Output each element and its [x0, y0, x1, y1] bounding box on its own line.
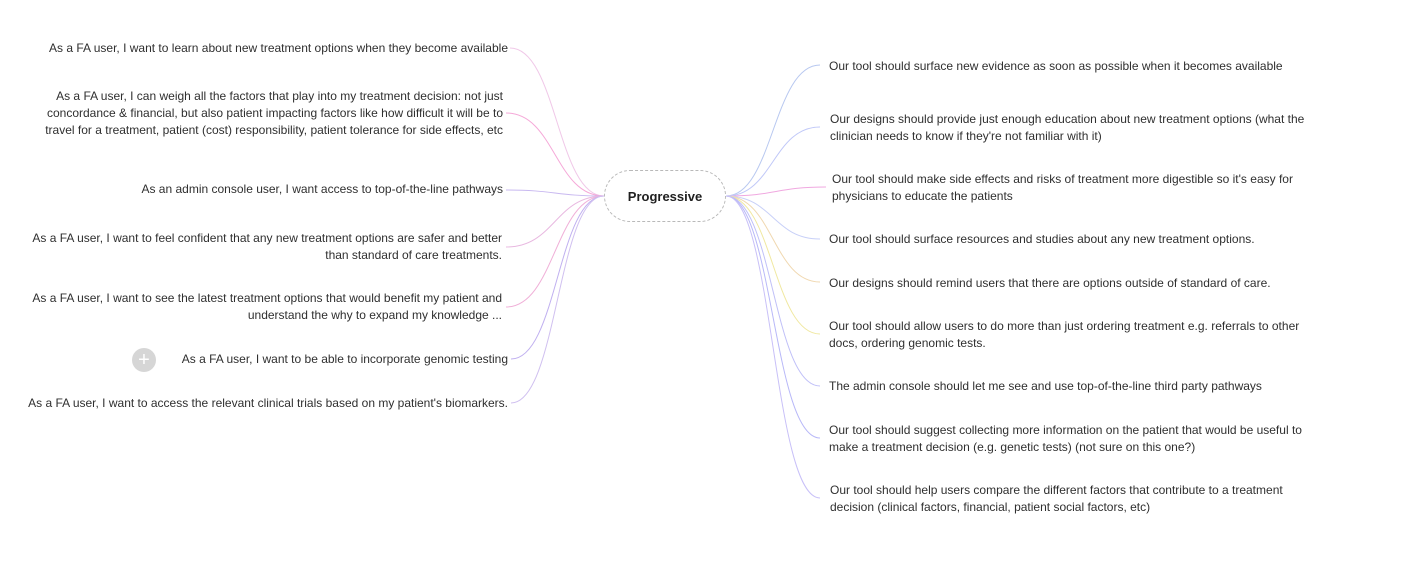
- left-node-text: As a FA user, I want to feel confident t…: [32, 231, 502, 262]
- left-node-text: As a FA user, I can weigh all the factor…: [45, 89, 503, 137]
- right-node-collect-info[interactable]: Our tool should suggest collecting more …: [829, 422, 1329, 456]
- connector-left-0: [509, 47, 605, 197]
- right-node-text: Our tool should allow users to do more t…: [829, 319, 1300, 350]
- connector-left-1: [505, 112, 605, 197]
- right-node-outside-standard[interactable]: Our designs should remind users that the…: [829, 275, 1329, 292]
- plus-icon: +: [138, 349, 150, 371]
- central-topic-label: Progressive: [627, 188, 703, 204]
- connector-left-2: [505, 189, 605, 197]
- right-node-text: Our tool should make side effects and ri…: [832, 172, 1293, 203]
- left-node-text: As a FA user, I want to access the relev…: [28, 396, 508, 410]
- add-node-button[interactable]: +: [132, 348, 156, 372]
- left-node-text: As a FA user, I want to see the latest t…: [32, 291, 502, 322]
- left-node-text: As a FA user, I want to be able to incor…: [181, 352, 508, 366]
- connector-left-6: [510, 195, 605, 404]
- left-node-genomic-testing[interactable]: As a FA user, I want to be able to incor…: [160, 351, 508, 368]
- connector-right-6: [725, 195, 821, 387]
- connector-right-5: [725, 195, 821, 335]
- right-node-surface-evidence[interactable]: Our tool should surface new evidence as …: [829, 58, 1329, 75]
- right-node-text: The admin console should let me see and …: [829, 379, 1262, 393]
- right-node-text: Our tool should help users compare the d…: [830, 483, 1283, 514]
- right-node-text: Our tool should surface new evidence as …: [829, 59, 1283, 73]
- left-node-latest-options[interactable]: As a FA user, I want to see the latest t…: [8, 290, 502, 324]
- connector-right-3: [725, 195, 821, 240]
- connector-left-4: [505, 195, 605, 308]
- connector-right-1: [725, 126, 821, 197]
- connector-right-8: [725, 195, 821, 499]
- connector-right-0: [725, 64, 821, 197]
- right-node-resources-studies[interactable]: Our tool should surface resources and st…: [829, 231, 1329, 248]
- right-node-text: Our designs should provide just enough e…: [830, 112, 1305, 143]
- left-node-feel-confident[interactable]: As a FA user, I want to feel confident t…: [8, 230, 502, 264]
- connector-right-2: [725, 186, 827, 197]
- left-node-admin-pathways[interactable]: As an admin console user, I want access …: [20, 181, 503, 198]
- left-node-learn-new-options[interactable]: As a FA user, I want to learn about new …: [20, 40, 508, 57]
- right-node-education[interactable]: Our designs should provide just enough e…: [830, 111, 1330, 145]
- connector-right-4: [725, 195, 821, 283]
- right-node-text: Our designs should remind users that the…: [829, 276, 1271, 290]
- left-node-text: As an admin console user, I want access …: [141, 182, 503, 196]
- connector-left-3: [505, 195, 605, 248]
- right-node-text: Our tool should suggest collecting more …: [829, 423, 1302, 454]
- left-node-text: As a FA user, I want to learn about new …: [49, 41, 508, 55]
- central-topic-node[interactable]: Progressive: [604, 170, 726, 222]
- left-node-weigh-factors[interactable]: As a FA user, I can weigh all the factor…: [20, 88, 503, 139]
- connector-left-5: [510, 195, 605, 360]
- right-node-beyond-ordering[interactable]: Our tool should allow users to do more t…: [829, 318, 1329, 352]
- right-node-side-effects[interactable]: Our tool should make side effects and ri…: [832, 171, 1312, 205]
- right-node-compare-factors[interactable]: Our tool should help users compare the d…: [830, 482, 1320, 516]
- right-node-third-party-pathways[interactable]: The admin console should let me see and …: [829, 378, 1329, 395]
- right-node-text: Our tool should surface resources and st…: [829, 232, 1255, 246]
- connector-right-7: [725, 195, 821, 439]
- left-node-clinical-trials[interactable]: As a FA user, I want to access the relev…: [8, 395, 508, 412]
